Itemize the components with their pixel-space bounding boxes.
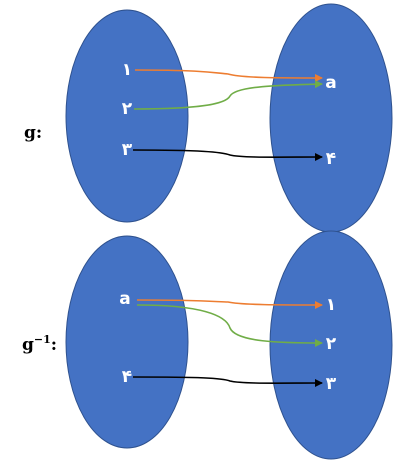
- ginv-label-suffix: :: [51, 335, 57, 355]
- g-codomain-element-a: a: [325, 73, 336, 93]
- ginv-codomain-set: [269, 230, 393, 460]
- ginv-arrow-a-to-2: [136, 304, 323, 347]
- g-codomain-set: [269, 3, 393, 233]
- g-codomain-element-4: ۴: [326, 149, 336, 169]
- ginv-label: g−1:: [22, 333, 57, 355]
- ginv-domain-element-4: ۴: [122, 367, 132, 387]
- g-domain-set: [65, 9, 189, 223]
- ginv-codomain-element-3: ۳: [326, 374, 337, 394]
- mapping-g: g: ۱ ۲ ۳ a ۴: [24, 3, 393, 233]
- ginv-arrow-a-to-1: [136, 299, 323, 309]
- g-label: g:: [24, 123, 42, 143]
- ginv-domain-set: [65, 235, 189, 449]
- g-arrow-1-to-a: [134, 69, 323, 82]
- g-domain-element-3: ۳: [122, 140, 133, 160]
- ginv-codomain-element-1: ۱: [326, 295, 336, 315]
- ginv-arrow-4-to-3: [132, 376, 323, 388]
- g-domain-element-2: ۲: [122, 99, 133, 119]
- ginv-domain-element-a: a: [119, 289, 130, 309]
- mapping-g-inverse: g−1: a ۴ ۱ ۲ ۳: [22, 230, 393, 460]
- ginv-label-exponent: −1: [34, 333, 51, 346]
- g-domain-element-1: ۱: [122, 60, 132, 80]
- g-arrow-2-to-a: [133, 80, 323, 110]
- g-arrow-3-to-4: [132, 149, 323, 162]
- ginv-label-base: g: [22, 335, 34, 355]
- ginv-codomain-element-2: ۲: [326, 334, 337, 354]
